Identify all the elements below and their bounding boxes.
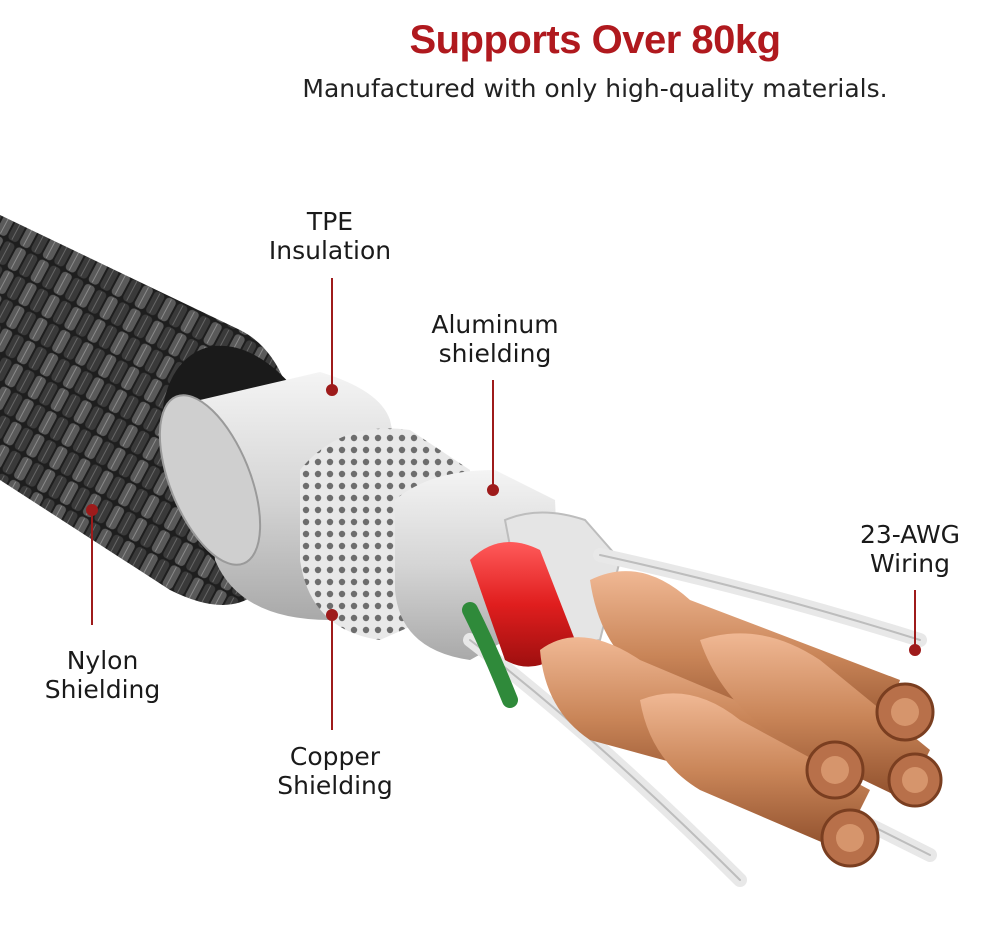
label-23-awg-wiring: 23-AWG Wiring xyxy=(859,520,961,578)
label-copper-shielding: Copper Shielding xyxy=(277,742,393,800)
red-wire xyxy=(462,542,575,708)
label-nylon-shielding: Nylon Shielding xyxy=(44,646,161,704)
callout-dot-tpe xyxy=(326,384,338,396)
callout-lines xyxy=(86,278,921,730)
callout-dot-copper xyxy=(326,609,338,621)
label-aluminum-shielding: Aluminum shielding xyxy=(431,310,559,368)
label-tpe-insulation: TPE Insulation xyxy=(268,207,392,265)
callout-dot-nylon xyxy=(86,504,98,516)
subheadline: Manufactured with only high-quality mate… xyxy=(302,74,888,103)
callout-dot-awg xyxy=(909,644,921,656)
headline: Supports Over 80kg xyxy=(409,18,781,62)
copper-conductors xyxy=(540,571,943,868)
callout-dot-aluminum xyxy=(487,484,499,496)
